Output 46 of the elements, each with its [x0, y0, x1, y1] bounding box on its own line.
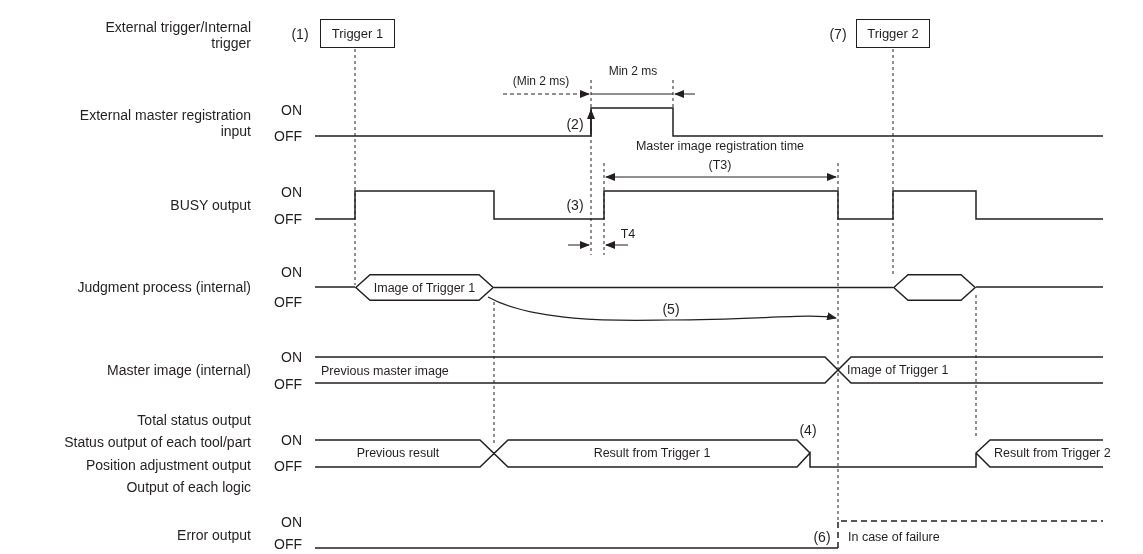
timing-label: Master image registration time: [635, 138, 805, 154]
signal-value-label: Image of Trigger 1: [847, 362, 949, 378]
state-label: OFF: [274, 457, 302, 475]
signal-name: Error output: [177, 526, 251, 544]
signal-name: Output of each logic: [126, 478, 251, 496]
state-label: OFF: [274, 535, 302, 553]
signal-value-label: Result from Trigger 2: [994, 445, 1111, 461]
signal-name: Master image (internal): [107, 361, 251, 379]
state-label: OFF: [274, 127, 302, 145]
callout-number: (7): [829, 25, 847, 43]
signal-name: Status output of each tool/part: [64, 433, 251, 451]
signal-line: [493, 286, 894, 289]
signal-name: BUSY output: [170, 196, 251, 214]
signal-name: Total status output: [137, 411, 251, 429]
process-hexagon: [893, 274, 976, 301]
state-label: OFF: [274, 293, 302, 311]
signal-value-label: In case of failure: [848, 529, 940, 545]
timing-label: Min 2 ms: [608, 65, 658, 79]
callout-number: (6): [813, 528, 831, 546]
trigger-box: Trigger 1: [320, 19, 395, 48]
callout-number: (2): [566, 115, 584, 133]
callout-number: (1): [291, 25, 309, 43]
timing-label: T4: [620, 226, 636, 242]
state-label: OFF: [274, 375, 302, 393]
trigger-box: Trigger 2: [856, 19, 930, 48]
timing-label: (T3): [708, 157, 732, 173]
state-label: ON: [281, 348, 302, 366]
signal-value-label: Previous result: [356, 445, 440, 461]
callout-number: (3): [566, 196, 584, 214]
state-label: ON: [281, 101, 302, 119]
signal-name: Judgment process (internal): [77, 278, 251, 296]
state-label: ON: [281, 183, 302, 201]
signal-name: Position adjustment output: [86, 456, 251, 474]
edge-label: (5): [660, 300, 682, 318]
state-label: ON: [281, 263, 302, 281]
state-label: ON: [281, 513, 302, 531]
signal-value-label: Result from Trigger 1: [593, 445, 711, 461]
state-label: ON: [281, 431, 302, 449]
signal-value-label: Previous master image: [321, 363, 449, 379]
arrow: [487, 296, 837, 321]
process-hexagon: Image of Trigger 1: [355, 274, 494, 301]
state-label: OFF: [274, 210, 302, 228]
signal-name: External trigger/Internal trigger: [104, 18, 251, 52]
signal-name: External master registration input: [78, 106, 251, 140]
callout-number: (4): [799, 421, 817, 439]
timing-label: (Min 2 ms): [512, 75, 570, 89]
